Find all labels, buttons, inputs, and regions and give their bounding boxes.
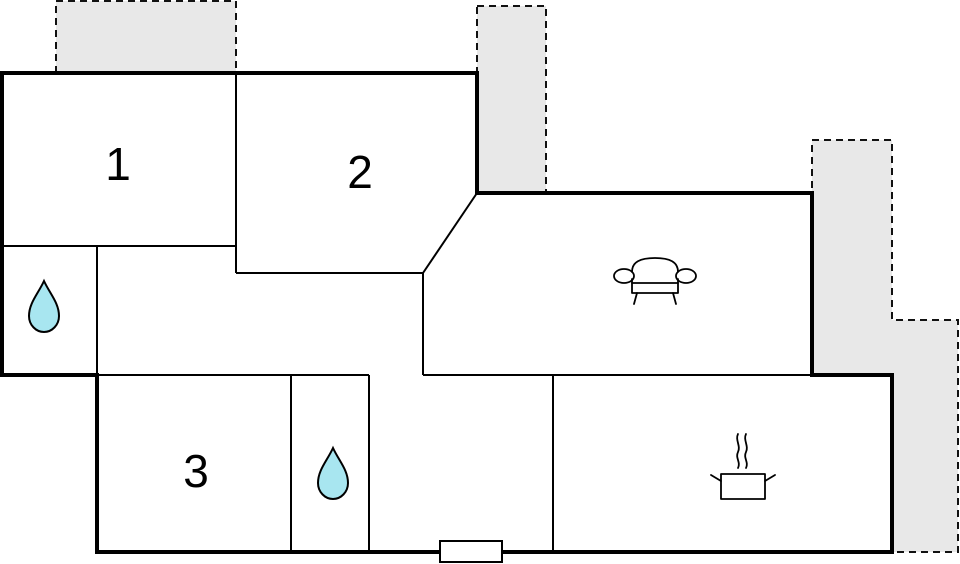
room-number-2: 2	[347, 146, 373, 198]
terrace-right	[811, 139, 959, 553]
terrace-top-middle	[476, 5, 547, 194]
interior-walls	[3, 73, 812, 552]
room-number-3: 3	[183, 445, 209, 497]
room-number-1: 1	[105, 138, 131, 190]
exterior-walls	[0, 71, 894, 554]
water-drop-icon	[27, 278, 61, 334]
terraces	[55, 0, 959, 553]
door-icon	[439, 540, 503, 563]
terrace-top-left	[55, 0, 237, 74]
sofa-icon	[613, 257, 697, 305]
cooking-pot-icon	[710, 433, 776, 500]
water-drop-icon	[316, 445, 350, 501]
